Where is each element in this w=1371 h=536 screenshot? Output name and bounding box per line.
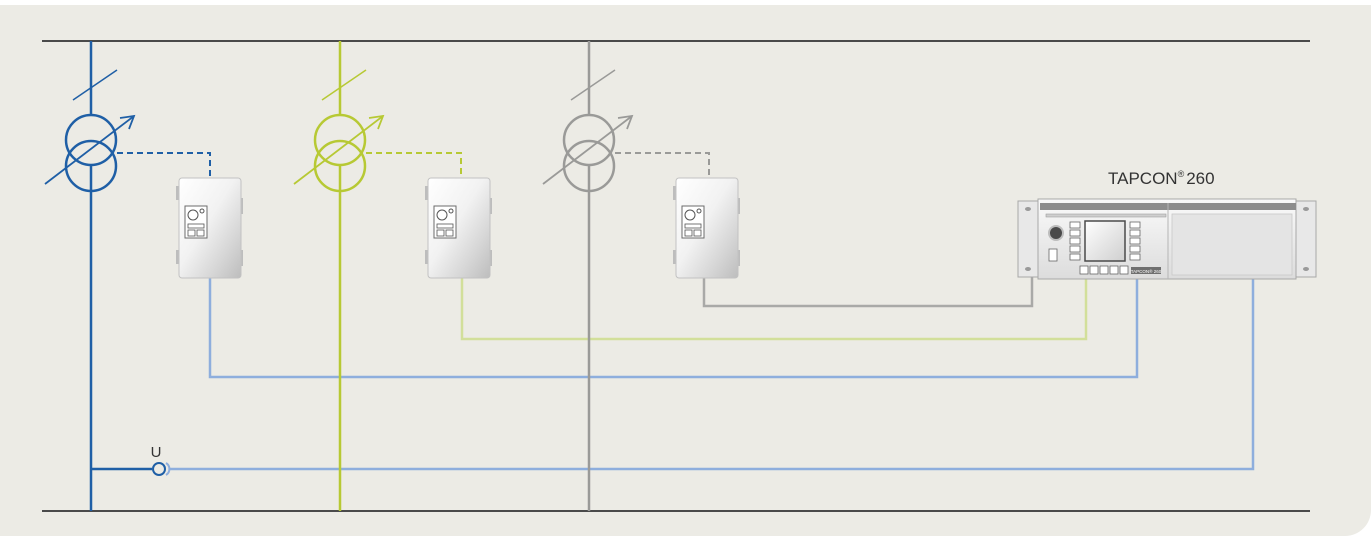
signal-line-3 — [702, 276, 1034, 308]
signal-line-2 — [460, 276, 1088, 341]
transformer-2 — [293, 41, 462, 511]
controller-label: TAPCON®260 — [1108, 169, 1215, 188]
voltage-transformer-symbol — [152, 462, 171, 476]
voltage-label: U — [151, 444, 162, 461]
motor-drive-unit-3 — [673, 177, 740, 279]
controller-model: 260 — [1186, 169, 1214, 188]
controller-front-badge: TAPCON® 260 — [1131, 268, 1162, 274]
transformer-3 — [542, 41, 710, 511]
motor-drive-unit-2 — [425, 177, 492, 279]
controller-brand: TAPCON — [1108, 169, 1178, 188]
motor-drive-unit-1 — [176, 177, 243, 279]
voltage-measurement-line — [170, 276, 1255, 471]
transformer-1 — [44, 41, 211, 511]
registered-mark: ® — [1178, 169, 1185, 179]
signal-line-1 — [208, 276, 1139, 379]
tapcon-260-controller: TAPCON® 260 — [1017, 198, 1317, 280]
